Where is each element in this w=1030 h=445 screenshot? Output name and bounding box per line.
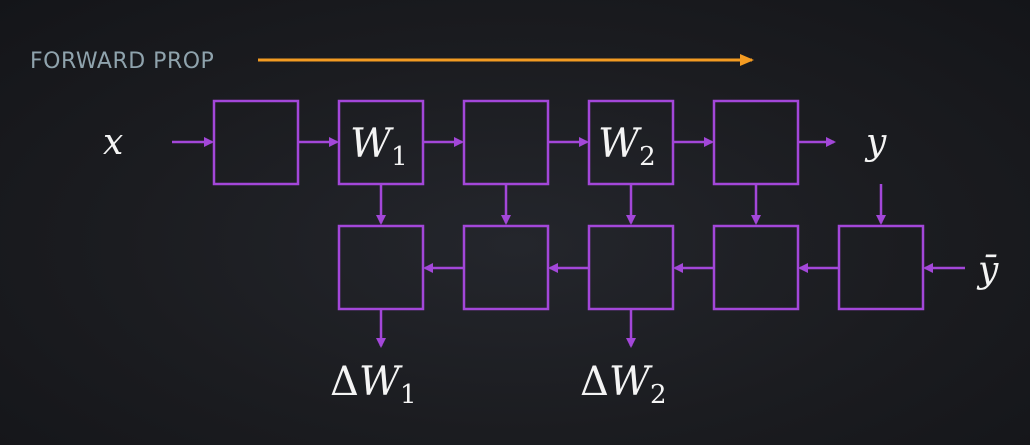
output-y-label: y [864,122,887,163]
forward-box-1 [212,99,300,186]
target-ybar-label: ȳ [976,250,999,291]
backward-box-2 [462,224,550,311]
backward-box-1 [337,224,425,311]
input-x-label: x [103,122,123,163]
backward-box-5 [837,224,925,311]
backward-box-3 [587,224,675,311]
delta-w1-label: ΔW1 [330,359,417,410]
delta-w2-label: ΔW2 [580,359,667,410]
forward-box-5 [712,99,800,186]
backward-box-4 [712,224,800,311]
forward-box-3 [462,99,550,186]
weight-w2-label: W2 [598,121,656,172]
weight-w1-label: W1 [350,121,408,172]
forward-prop-label: FORWARD PROP [30,49,214,74]
